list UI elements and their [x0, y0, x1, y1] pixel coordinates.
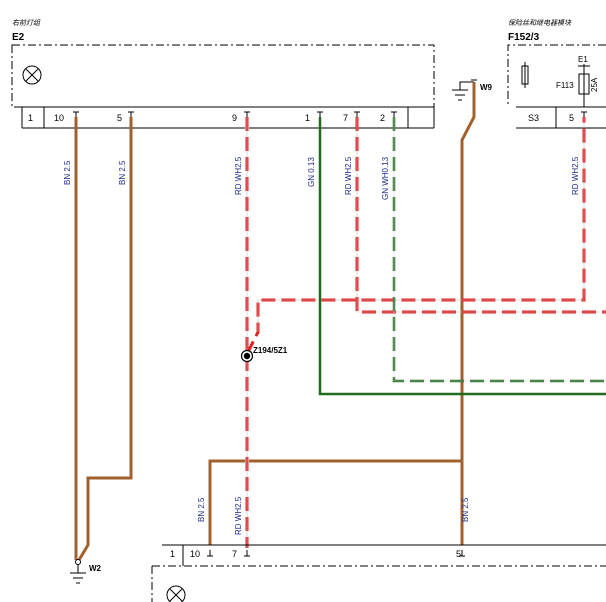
label-rdwh-4: RD WH2.5 [234, 496, 243, 535]
wire-rdwh-splice-fuse [245, 117, 586, 355]
label-bn-4: BN 2.5 [461, 497, 470, 522]
f152-terminal [581, 111, 587, 117]
e2-pin-1: 1 [28, 113, 33, 123]
lamp-icon-e2 [22, 65, 42, 85]
bottom-terminals [207, 550, 465, 557]
e2-terminals [73, 111, 397, 117]
e2-pin-5: 5 [117, 113, 122, 123]
fuse-f113-icon [578, 64, 590, 107]
ground-w2-label: W2 [89, 564, 102, 573]
e2-pin-2: 2 [380, 113, 385, 123]
e2-pin-9: 9 [232, 113, 237, 123]
label-bn-2: BN 2.5 [118, 160, 127, 185]
label-gn: GN 0.13 [307, 157, 316, 187]
lamp-icon-bottom [166, 585, 186, 602]
bottom-pin-7: 7 [232, 549, 237, 559]
bottom-pin-10: 10 [190, 549, 200, 559]
label-rdwh-3: RD WH2.5 [571, 156, 580, 195]
label-bn-1: BN 2.5 [63, 160, 72, 185]
e2-box [11, 44, 435, 108]
e2-caption: 右前灯组 [12, 19, 41, 27]
wire-gnwh-pin2 [392, 117, 606, 383]
wire-gn-pin1 [318, 117, 606, 396]
bottom-pin-5: 5 [456, 549, 461, 559]
f152-box [507, 44, 606, 107]
f152-pin-5: 5 [569, 113, 574, 123]
label-bn-3: BN 2.5 [197, 497, 206, 522]
label-rdwh-2: RD WH2.5 [344, 156, 353, 195]
ground-w9-label: W9 [480, 83, 493, 92]
e2-pin-1b: 1 [305, 113, 310, 123]
label-gnwh: GN WH0.13 [381, 156, 390, 200]
splice-label: Z194/5Z1 [253, 346, 288, 355]
f113-rating: 25A [590, 77, 599, 92]
e2-pin-10: 10 [54, 113, 64, 123]
f152-caption: 保险丝和继电器模块 [508, 19, 572, 27]
label-rdwh-1: RD WH2.5 [234, 156, 243, 195]
e2-id: E2 [12, 32, 25, 43]
ground-w9-icon [452, 79, 477, 101]
f113-top-label: E1 [578, 55, 588, 64]
f152-id: F152/3 [508, 32, 540, 43]
bottom-pin-1: 1 [170, 549, 175, 559]
f152-pin-s3: S3 [528, 113, 539, 123]
ground-w2-icon [70, 559, 86, 584]
f113-label: F113 [556, 81, 574, 90]
fuse-icon [521, 62, 529, 88]
e2-pin-7: 7 [343, 113, 348, 123]
wire-bn-pin5 [77, 117, 133, 561]
splice-node-icon [240, 349, 254, 363]
